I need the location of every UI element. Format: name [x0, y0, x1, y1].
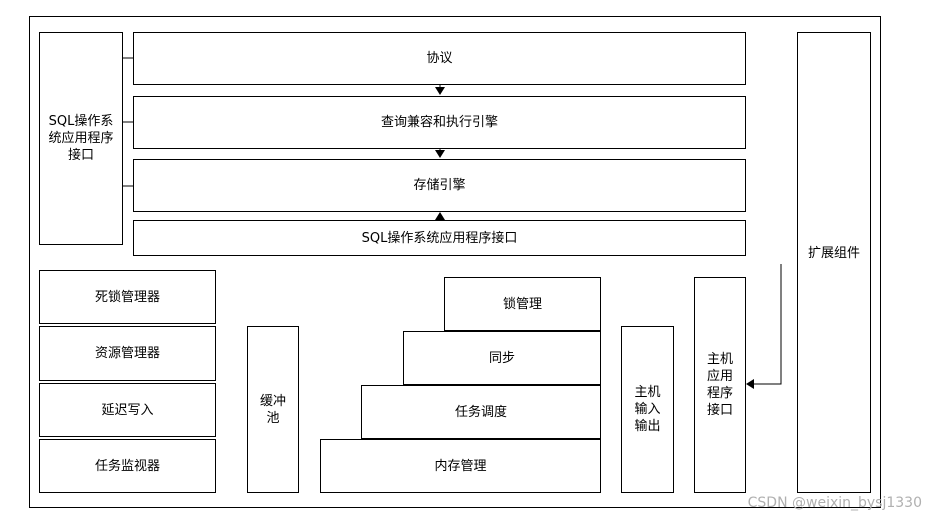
deadlock-manager-label: 死锁管理器	[94, 289, 160, 305]
lock-manager-label: 锁管理	[502, 296, 542, 312]
extension-to-host-api-line	[754, 264, 782, 385]
resource-manager-label: 资源管理器	[94, 346, 160, 361]
query-engine-box: 查询兼容和执行引擎	[133, 96, 746, 149]
diagram-frame	[29, 16, 881, 508]
storage-engine-box: 存储引擎	[133, 159, 746, 212]
sql-os-api-bar: SQL操作系统应用程序接口	[133, 220, 746, 256]
lazy-writer-box: 延迟写入	[39, 383, 216, 437]
lazy-writer-label: 延迟写入	[101, 402, 154, 418]
watermark: CSDN @weixin_bysj1330	[747, 495, 922, 511]
extension-component-label: 扩展组件	[807, 246, 860, 261]
arrow-down-protocol	[435, 87, 445, 95]
memory-management-box: 内存管理	[320, 439, 601, 493]
sql-os-api-left-label: SQL操作系统应用程序接口	[48, 114, 114, 163]
protocol-box: 协议	[133, 32, 746, 85]
deadlock-manager-box: 死锁管理器	[39, 270, 216, 324]
sync-label: 同步	[488, 350, 515, 366]
buffer-pool-box: 缓冲池	[247, 326, 299, 493]
task-scheduling-label: 任务调度	[454, 404, 507, 420]
task-scheduling-box: 任务调度	[361, 385, 601, 439]
host-io-box: 主机输入输出	[621, 326, 674, 493]
query-engine-label: 查询兼容和执行引擎	[380, 115, 498, 130]
memory-management-label: 内存管理	[434, 458, 487, 474]
host-io-label: 主机输入输出	[634, 385, 661, 434]
sync-box: 同步	[403, 331, 601, 385]
task-monitor-box: 任务监视器	[39, 439, 216, 493]
buffer-pool-label: 缓冲池	[260, 393, 287, 426]
task-monitor-label: 任务监视器	[94, 458, 160, 474]
host-api-box: 主机应用程序接口	[694, 277, 746, 493]
sql-os-api-left-box: SQL操作系统应用程序接口	[39, 32, 123, 245]
extension-component-box: 扩展组件	[797, 32, 871, 493]
storage-engine-label: 存储引擎	[413, 178, 466, 193]
arrow-up-api	[435, 212, 445, 220]
arrow-down-query	[435, 150, 445, 158]
lock-manager-box: 锁管理	[444, 277, 601, 331]
sql-os-api-bar-label: SQL操作系统应用程序接口	[361, 230, 518, 246]
resource-manager-box: 资源管理器	[39, 326, 216, 381]
host-api-label: 主机应用程序接口	[706, 352, 733, 418]
protocol-label: 协议	[426, 51, 453, 66]
arrow-left-host-api	[746, 379, 754, 389]
